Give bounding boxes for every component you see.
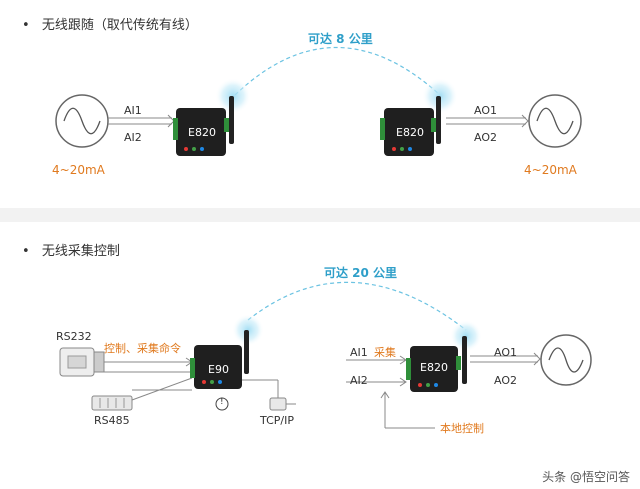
tcpip-connector xyxy=(269,397,296,411)
ao2-label-1: AO2 xyxy=(474,131,497,144)
device-label-right-1: E820 xyxy=(396,126,424,139)
section2-title-row: • 无线采集控制 xyxy=(22,240,120,259)
rs485-label: RS485 xyxy=(94,414,130,427)
ai2-label-1: AI2 xyxy=(124,131,142,144)
ai2-label-2: AI2 xyxy=(350,374,368,387)
sine-sink-section2 xyxy=(540,334,592,386)
rs485-connector xyxy=(91,395,133,411)
device-e820-section2 xyxy=(406,320,482,392)
bullet: • xyxy=(22,244,30,259)
section2-title: 无线采集控制 xyxy=(41,244,120,259)
watermark: 头条 @悟空问答 xyxy=(542,470,630,484)
collect-label: 采集 xyxy=(374,346,396,359)
sine-source-left-1 xyxy=(55,94,109,148)
section1-title-row: • 无线跟随（取代传统有线） xyxy=(22,14,198,33)
ao1-label-2: AO1 xyxy=(494,346,517,359)
bullet: • xyxy=(22,18,30,33)
wireless-link-arc-2 xyxy=(247,281,467,331)
warning-icon xyxy=(215,397,229,411)
distance-label-2: 可达 20 公里 xyxy=(324,266,398,280)
tcpip-label: TCP/IP xyxy=(260,414,294,427)
range-left-1: 4~20mA xyxy=(52,163,105,177)
range-right-1: 4~20mA xyxy=(524,163,577,177)
control-command-label: 控制、采集命令 xyxy=(104,342,181,355)
sine-sink-right-1 xyxy=(528,94,582,148)
section1-title: 无线跟随（取代传统有线） xyxy=(41,18,198,33)
device-label-e90: E90 xyxy=(208,363,229,376)
device-e820-right-1 xyxy=(380,78,458,156)
local-control-label: 本地控制 xyxy=(440,422,484,435)
device-label-e820-2: E820 xyxy=(420,361,448,374)
ai1-label-1: AI1 xyxy=(124,104,142,117)
device-e820-left-1 xyxy=(173,78,251,156)
warning-text: ! xyxy=(220,397,224,407)
distance-label-1: 可达 8 公里 xyxy=(308,32,373,46)
ai1-label-2: AI1 xyxy=(350,346,368,359)
rs232-label: RS232 xyxy=(56,330,92,343)
device-label-left-1: E820 xyxy=(188,126,216,139)
ao2-label-2: AO2 xyxy=(494,374,517,387)
ao1-label-1: AO1 xyxy=(474,104,497,117)
rs232-connector xyxy=(59,347,105,377)
wireless-link-arc-1 xyxy=(234,46,441,96)
section-divider xyxy=(0,208,640,222)
device-e90 xyxy=(190,314,264,389)
